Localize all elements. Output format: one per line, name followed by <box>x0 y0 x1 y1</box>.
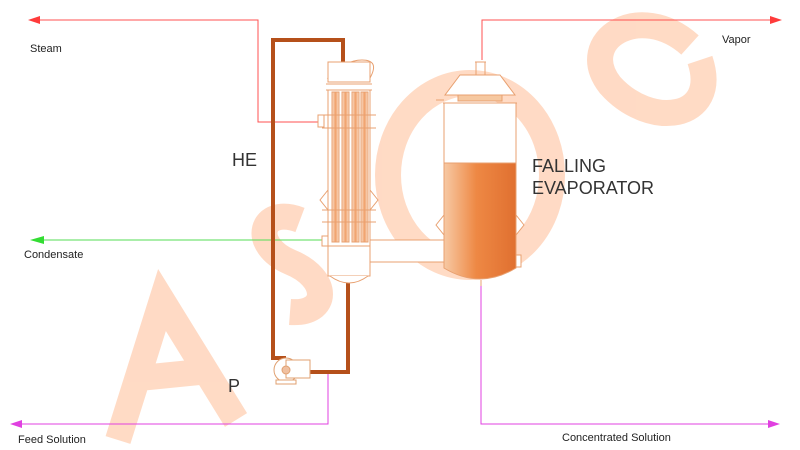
connecting-pipe <box>369 239 445 263</box>
concentrated-label: Concentrated Solution <box>562 432 671 444</box>
watermark-letter-s2 <box>587 12 717 126</box>
he-label: HE <box>232 150 257 170</box>
vapor-line <box>481 16 782 60</box>
recirculation-pipe <box>271 38 350 374</box>
watermark-letter-a <box>105 268 248 444</box>
feed-line <box>10 370 329 428</box>
pump <box>273 357 311 385</box>
evaporator-vessel <box>435 61 525 286</box>
evaporator-label-line2: EVAPORATOR <box>532 178 654 198</box>
concentrated-arrow-icon <box>768 420 780 428</box>
evaporator-label-line1: FALLING <box>532 156 606 176</box>
steam-arrow-icon <box>28 16 40 24</box>
steam-label: Steam <box>30 43 62 55</box>
vapor-label: Vapor <box>722 34 751 46</box>
concentrated-line <box>480 282 780 428</box>
condensate-arrow-icon <box>30 236 44 244</box>
condensate-line <box>30 236 326 244</box>
steam-line <box>28 16 318 123</box>
condensate-label: Condensate <box>24 249 83 261</box>
vapor-arrow-icon <box>770 16 782 24</box>
pump-label: P <box>228 376 240 396</box>
watermark <box>105 12 717 444</box>
feed-arrow-icon <box>10 420 22 428</box>
feed-label: Feed Solution <box>18 434 86 446</box>
heat-exchanger <box>317 59 379 284</box>
